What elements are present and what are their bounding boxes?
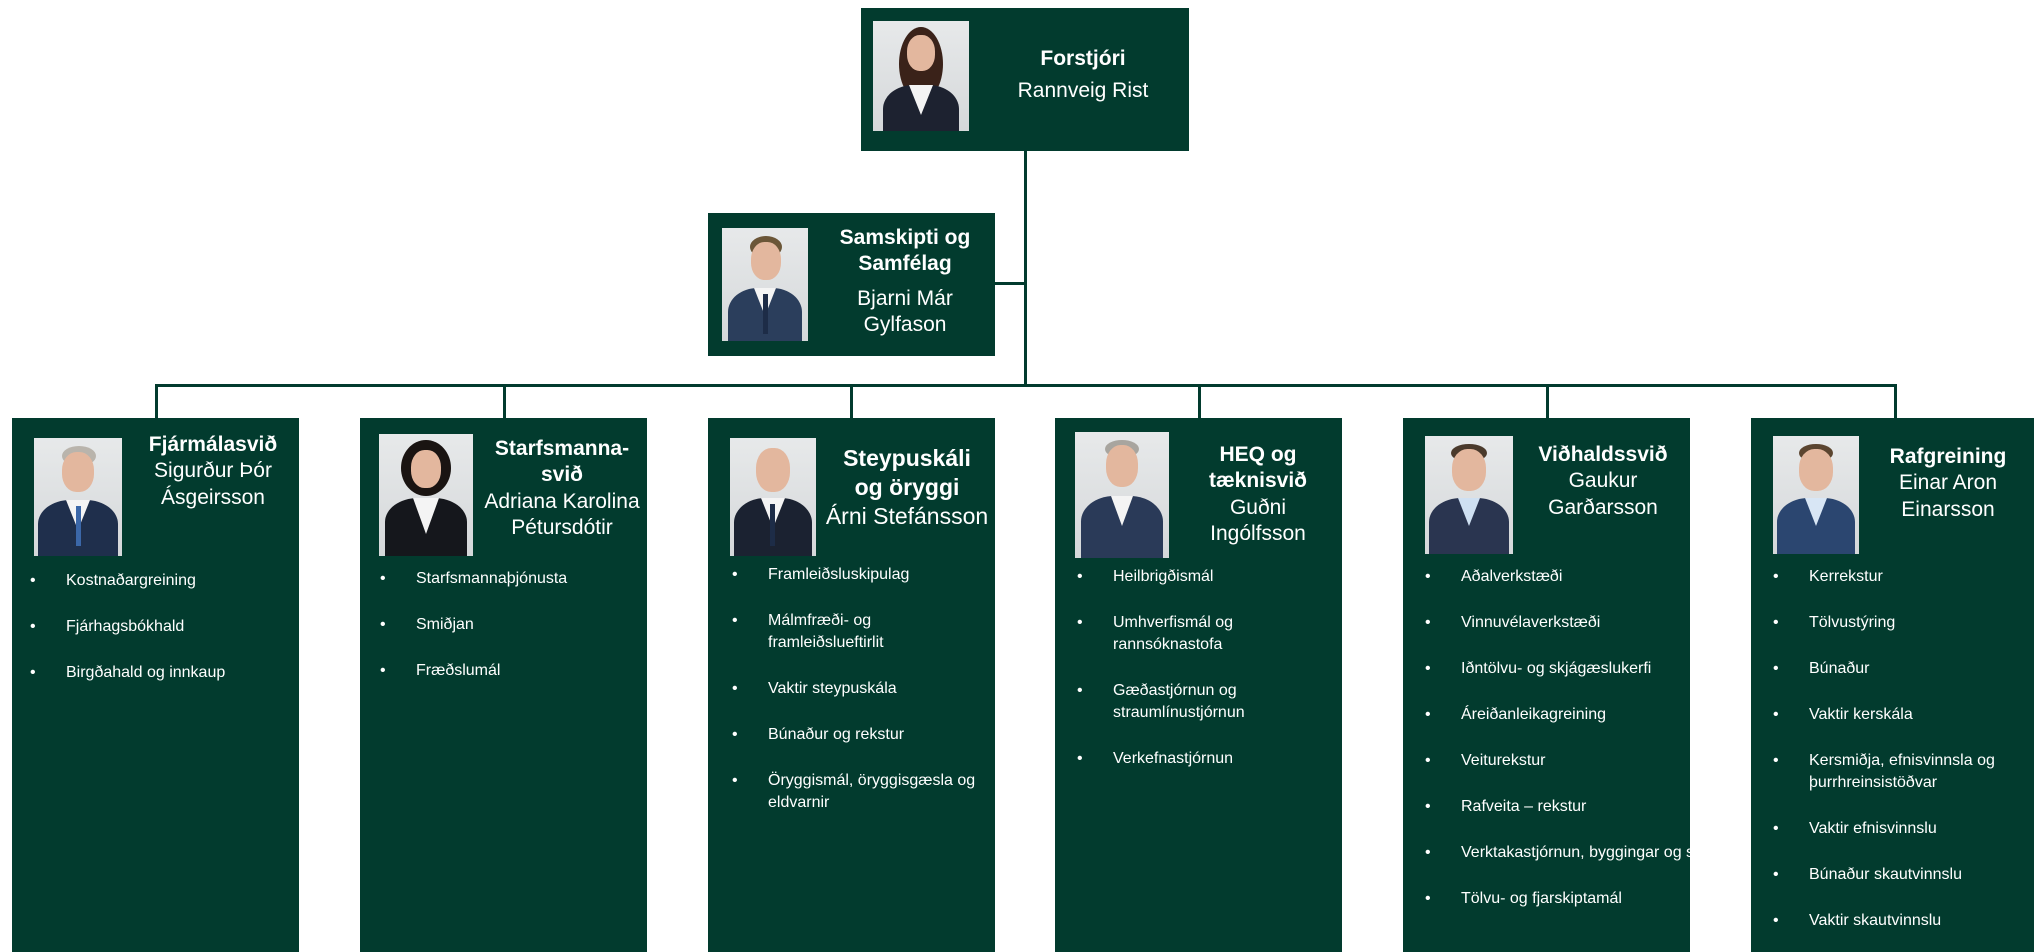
communications-role-line2: Samfélag <box>858 252 952 276</box>
finance-role-line1: Fjármálasvið <box>148 433 278 456</box>
finance-heading: Fjármálasvið Sigurður Þór Ásgeirsson <box>128 432 298 511</box>
list-item: Iðntölvu- og skjágæslukerfi <box>1425 658 1690 680</box>
list-item: Fjárhagsbókhald <box>30 616 295 638</box>
heq-photo <box>1075 432 1169 558</box>
list-item: Framleiðsluskipulag <box>732 564 991 586</box>
ceo-heading: Forstjóri Rannveig Rist <box>991 46 1175 105</box>
ceo-photo <box>873 21 969 131</box>
communications-name-line2: Gylfason <box>863 312 947 336</box>
ceo-box: Forstjóri Rannveig Rist <box>861 8 1189 151</box>
communications-box: Samskipti og Samfélag Bjarni Már Gylfaso… <box>708 213 995 356</box>
maintenance-name-line2: Garðarsson <box>1548 495 1658 519</box>
hr-name-line2: Pétursdótir <box>511 515 613 539</box>
list-item: Fræðslumál <box>380 660 643 682</box>
potroom-item-list: Framleiðsluskipulag Málmfræði- og framle… <box>732 564 991 838</box>
list-item: Vaktir kerskála <box>1773 704 2030 726</box>
department-box-heq-technical: HEQ og tæknisvið Guðni Ingólfsson Heilbr… <box>1055 418 1342 952</box>
list-item: Birgðahald og innkaup <box>30 662 295 684</box>
connector-drop-3 <box>850 384 853 418</box>
hr-photo <box>379 434 473 556</box>
list-item: Vaktir efnisvinnslu <box>1773 818 2030 840</box>
connector-drop-1 <box>155 384 158 418</box>
department-box-maintenance: Viðhaldssvið Gaukur Garðarsson Aðalverks… <box>1403 418 1690 952</box>
communications-role-line1: Samskipti og <box>839 226 971 249</box>
hr-item-list: Starfsmannaþjónusta Smiðjan Fræðslumál <box>380 568 643 706</box>
heq-role-line1: HEQ og <box>1219 443 1297 466</box>
maintenance-name-line1: Gaukur <box>1568 469 1638 493</box>
list-item: Kerrekstur <box>1773 566 2030 588</box>
maintenance-role-line1: Viðhaldssvið <box>1538 443 1668 466</box>
communications-name-line1: Bjarni Már <box>857 286 953 310</box>
list-item: Umhverfismál og rannsóknastofa <box>1077 612 1338 656</box>
ceo-name: Rannveig Rist <box>1017 79 1149 103</box>
connector-drop-6 <box>1894 384 1897 418</box>
list-item: Gæðastjórnun og straumlínustjórnun <box>1077 680 1338 724</box>
connector-drop-5 <box>1546 384 1549 418</box>
heq-name-line1: Guðni <box>1229 495 1287 519</box>
connector-communications <box>995 282 1027 285</box>
electrolysis-role-line1: Rafgreining <box>1889 445 2007 468</box>
list-item: Málmfræði- og framleiðslueftirlit <box>732 610 991 654</box>
list-item: Vaktir steypuskála <box>732 678 991 700</box>
list-item: Kersmiðja, efnisvinnsla og þurrhreinsist… <box>1773 750 2030 794</box>
list-item: Smiðjan <box>380 614 643 636</box>
department-box-hr: Starfsmanna- svið Adriana Karolina Pétur… <box>360 418 647 952</box>
communications-heading: Samskipti og Samfélag Bjarni Már Gylfaso… <box>820 225 990 338</box>
list-item: Rafveita – rekstur <box>1425 796 1690 818</box>
hr-heading: Starfsmanna- svið Adriana Karolina Pétur… <box>478 436 646 541</box>
potroom-role-line2: og öryggi <box>854 473 960 500</box>
electrolysis-name-line1: Einar Aron <box>1898 471 1998 495</box>
electrolysis-photo <box>1773 436 1859 554</box>
hr-role-line2: svið <box>540 463 584 487</box>
list-item: Vaktir skautvinnslu <box>1773 910 2030 932</box>
list-item: Aðalverkstæði <box>1425 566 1690 588</box>
list-item: Tölvustýring <box>1773 612 2030 634</box>
maintenance-heading: Viðhaldssvið Gaukur Garðarsson <box>1521 442 1685 521</box>
department-box-finance: Fjármálasvið Sigurður Þór Ásgeirsson Kos… <box>12 418 299 952</box>
list-item: Búnaður <box>1773 658 2030 680</box>
department-box-potroom-safety: Steypuskáli og öryggi Árni Stefánsson Fr… <box>708 418 995 952</box>
communications-photo <box>722 228 808 341</box>
list-item: Veiturekstur <box>1425 750 1690 772</box>
electrolysis-item-list: Kerrekstur Tölvustýring Búnaður Vaktir k… <box>1773 566 2030 952</box>
list-item: Heilbrigðismál <box>1077 566 1338 588</box>
list-item: Kostnaðargreining <box>30 570 295 592</box>
connector-ceo-down <box>1024 151 1027 385</box>
hr-name-line1: Adriana Karolina <box>484 489 640 513</box>
list-item: Öryggismál, öryggisgæsla og eldvarnir <box>732 770 991 814</box>
heq-heading: HEQ og tæknisvið Guðni Ingólfsson <box>1175 442 1341 547</box>
ceo-role: Forstjóri <box>1040 47 1126 70</box>
potroom-heading: Steypuskáli og öryggi Árni Stefánsson <box>820 444 994 530</box>
list-item: Áreiðanleikagreining <box>1425 704 1690 726</box>
hr-role-line1: Starfsmanna- <box>494 437 630 460</box>
maintenance-photo <box>1425 436 1513 554</box>
maintenance-item-list: Aðalverkstæði Vinnuvélaverkstæði Iðntölv… <box>1425 566 1690 934</box>
finance-name-line1: Sigurður Þór <box>154 459 272 483</box>
list-item: Búnaður og rekstur <box>732 724 991 746</box>
potroom-photo <box>730 438 816 556</box>
list-item: Verktakastjórnun, byggingar og svæði <box>1425 842 1690 864</box>
finance-name-line2: Ásgeirsson <box>161 485 265 509</box>
heq-name-line2: Ingólfsson <box>1210 521 1306 545</box>
connector-horizontal-bus <box>155 384 1897 387</box>
heq-item-list: Heilbrigðismál Umhverfismál og rannsókna… <box>1077 566 1338 794</box>
finance-item-list: Kostnaðargreining Fjárhagsbókhald Birgða… <box>30 570 295 708</box>
connector-drop-4 <box>1198 384 1201 418</box>
list-item: Tölvu- og fjarskiptamál <box>1425 888 1690 910</box>
potroom-role-line1: Steypuskáli <box>843 445 971 471</box>
electrolysis-name-line2: Einarsson <box>1901 497 1995 521</box>
list-item: Verkefnastjórnun <box>1077 748 1338 770</box>
electrolysis-heading: Rafgreining Einar Aron Einarsson <box>1863 444 2033 523</box>
list-item: Búnaður skautvinnslu <box>1773 864 2030 886</box>
connector-drop-2 <box>503 384 506 418</box>
potroom-name-line1: Árni Stefánsson <box>825 502 989 529</box>
heq-role-line2: tæknisvið <box>1208 469 1308 493</box>
department-box-electrolysis: Rafgreining Einar Aron Einarsson Kerreks… <box>1751 418 2034 952</box>
finance-photo <box>34 438 122 556</box>
list-item: Vinnuvélaverkstæði <box>1425 612 1690 634</box>
list-item: Starfsmannaþjónusta <box>380 568 643 590</box>
